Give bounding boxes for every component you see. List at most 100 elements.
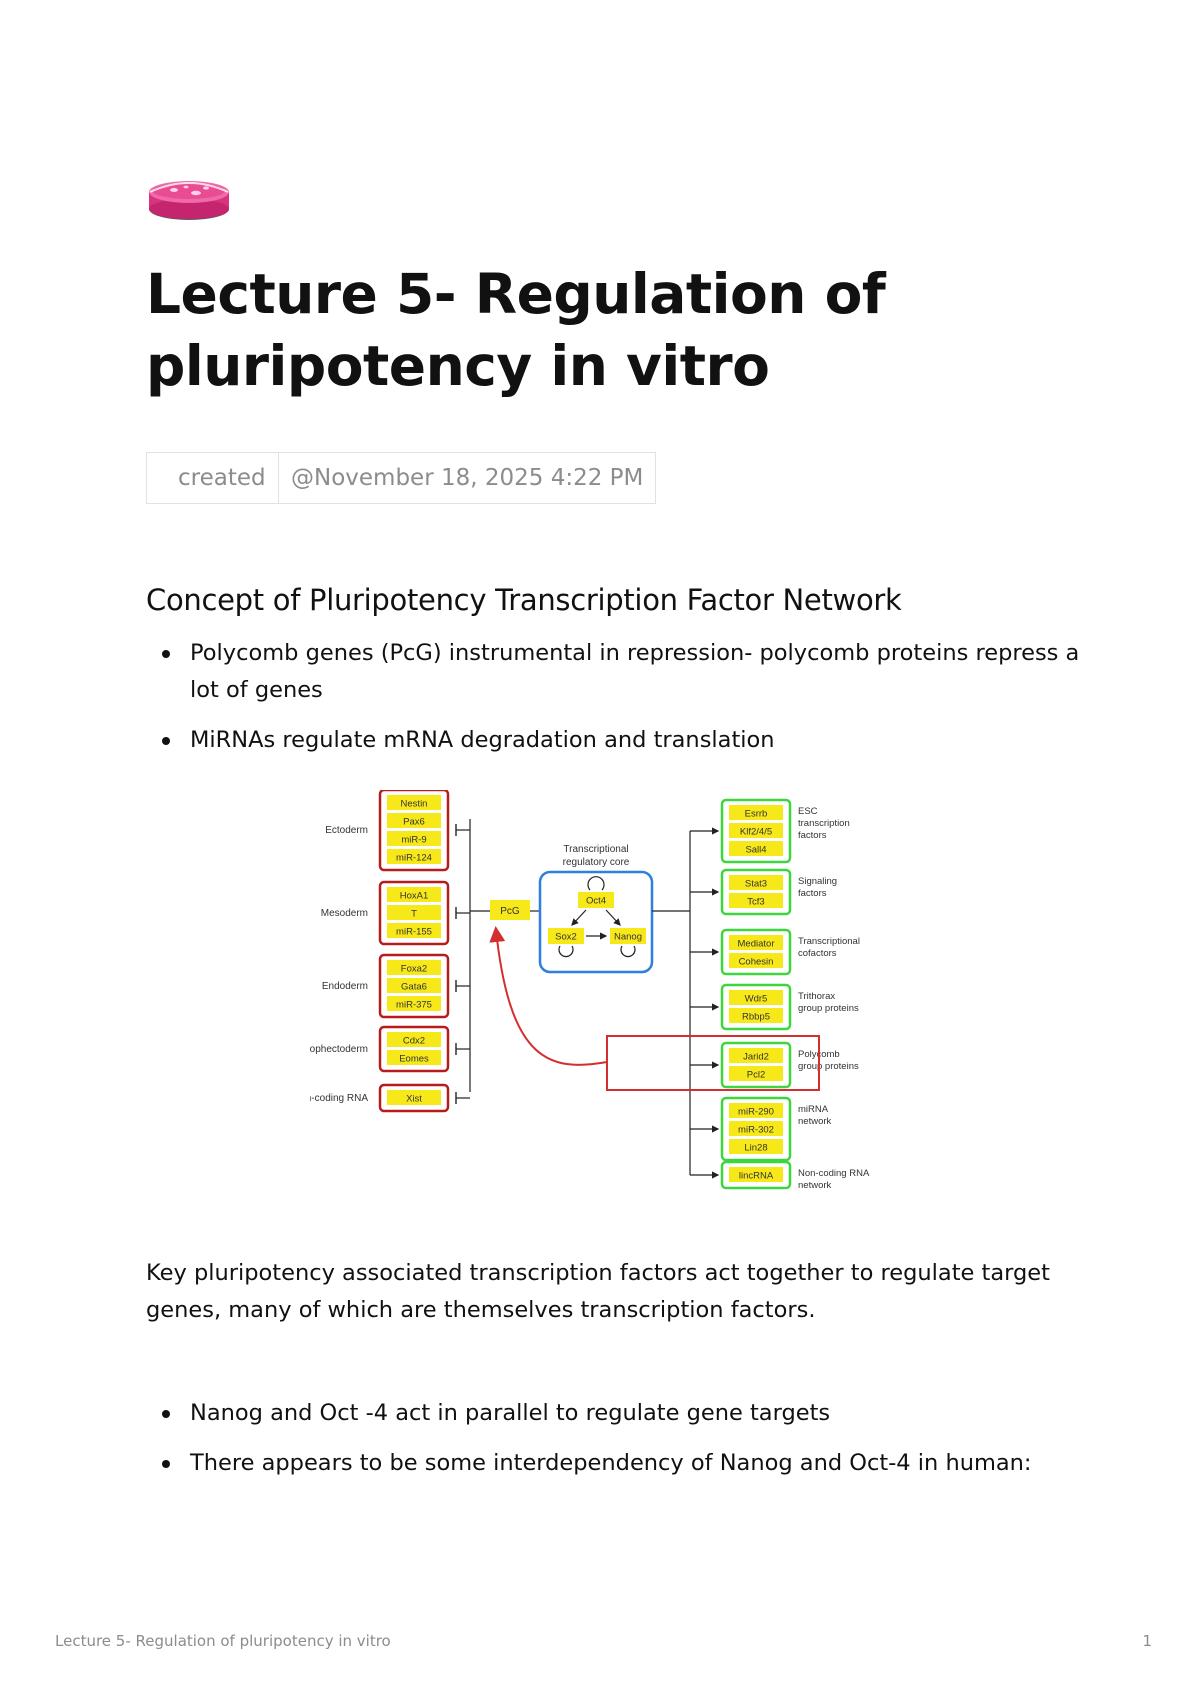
lineage-label: Mesoderm: [321, 908, 368, 919]
gene-label: lincRNA: [739, 1171, 774, 1182]
property-label: created: [178, 465, 266, 491]
regulation-arrow: [605, 909, 621, 926]
category-label: group proteins: [798, 1003, 859, 1014]
footer-title: Lecture 5- Regulation of pluripotency in…: [55, 1632, 391, 1650]
paragraph: Key pluripotency associated transcriptio…: [146, 1260, 1050, 1323]
regulation-arrow: [571, 909, 587, 926]
gene-box: [729, 1066, 783, 1081]
list-item: Polycomb genes (PcG) instrumental in rep…: [146, 635, 1086, 709]
core-title: Transcriptional: [563, 844, 628, 855]
gene-label: Stat3: [745, 879, 767, 890]
lineage-label: Ectoderm: [325, 825, 368, 836]
gene-box: [387, 978, 441, 993]
gene-label: miR-375: [396, 1000, 432, 1011]
gene-label: Pcl2: [747, 1070, 765, 1081]
gene-label: miR-155: [396, 927, 432, 938]
gene-label: miR-290: [738, 1107, 774, 1118]
core-factor-label: Nanog: [614, 932, 642, 943]
self-loop-arrow: [587, 876, 605, 891]
gene-box: [387, 905, 441, 920]
feedback-arrow: [489, 926, 608, 1066]
section-heading: Concept of Pluripotency Transcription Fa…: [146, 583, 902, 617]
gene-label: miR-302: [738, 1125, 774, 1136]
gene-box: [387, 923, 441, 938]
page-title: Lecture 5- Regulation of pluripotency in…: [146, 262, 886, 398]
network-svg: NestinPax6miR-9miR-124EctodermHoxA1TmiR-…: [293, 788, 870, 1191]
gene-label: Pax6: [403, 817, 425, 828]
category-label: factors: [798, 888, 827, 899]
lineage-label: Endoderm: [322, 981, 368, 992]
gene-label: Nestin: [401, 799, 428, 810]
gene-label: Gata6: [401, 982, 427, 993]
core-factor-box: [578, 892, 614, 908]
gene-box: [387, 1032, 441, 1047]
gene-box: [387, 1090, 441, 1105]
gene-box: [729, 805, 783, 820]
category-label: miRNA: [798, 1104, 829, 1115]
gene-label: Lin28: [744, 1143, 767, 1154]
gene-box: [729, 823, 783, 838]
category-label: group proteins: [798, 1061, 859, 1072]
gene-label: Wdr5: [745, 994, 768, 1005]
lineage-label: Non-coding RNA: [310, 1093, 368, 1104]
self-loop-arrow: [620, 945, 636, 958]
gene-label: Klf2/4/5: [740, 827, 772, 838]
gene-box: [729, 1167, 783, 1182]
pcg-label: PcG: [500, 906, 520, 917]
gene-box: [387, 831, 441, 846]
property-name-cell[interactable]: created: [147, 453, 279, 503]
gene-box: [729, 1103, 783, 1118]
gene-label: Foxa2: [401, 964, 427, 975]
category-label: cofactors: [798, 948, 837, 959]
gene-box: [387, 795, 441, 810]
list-item: MiRNAs regulate mRNA degradation and tra…: [146, 722, 1086, 759]
gene-box: [387, 1050, 441, 1065]
core-factor-label: Sox2: [555, 932, 577, 943]
gene-box: [729, 1121, 783, 1136]
gene-box: [729, 990, 783, 1005]
list-item: There appears to be some interdependency…: [146, 1445, 1086, 1482]
gene-label: T: [411, 909, 417, 920]
category-label: Non-coding RNA: [798, 1168, 870, 1179]
created-date: @November 18, 2025 4:22 PM: [291, 465, 644, 491]
category-label: network: [798, 1180, 832, 1191]
gene-box: [729, 1008, 783, 1023]
gene-box: [387, 887, 441, 902]
gene-box: [729, 893, 783, 908]
gene-box: [387, 960, 441, 975]
core-title: regulatory core: [563, 857, 630, 868]
category-label: transcription: [798, 818, 850, 829]
gene-label: Sall4: [745, 845, 766, 856]
gene-box: [729, 1048, 783, 1063]
gene-label: Mediator: [738, 939, 775, 950]
list-item: Nanog and Oct -4 act in parallel to regu…: [146, 1395, 1086, 1432]
category-label: Trithorax: [798, 991, 835, 1002]
gene-box: [729, 841, 783, 856]
category-label: ESC: [798, 806, 818, 817]
core-factor-box: [548, 928, 584, 944]
gene-box: [387, 813, 441, 828]
category-label: Transcriptional: [798, 936, 860, 947]
gene-label: Tcf3: [747, 897, 764, 908]
gene-label: miR-9: [401, 835, 426, 846]
gene-label: Cdx2: [403, 1036, 425, 1047]
property-value-cell[interactable]: @November 18, 2025 4:22 PM: [279, 453, 655, 503]
core-box: [538, 870, 654, 974]
gene-label: Esrrb: [745, 809, 768, 820]
footer-page-number: 1: [1142, 1632, 1152, 1650]
category-label: network: [798, 1116, 832, 1127]
petri-dish-icon: [146, 176, 232, 222]
category-label: Signaling: [798, 876, 837, 887]
bullet-list: Nanog and Oct -4 act in parallel to regu…: [146, 1395, 1086, 1495]
lineage-label: Trophectoderm: [310, 1044, 368, 1055]
core-factor-box: [610, 928, 646, 944]
gene-box: [729, 875, 783, 890]
gene-label: Rbbp5: [742, 1012, 770, 1023]
property-row-created: created @November 18, 2025 4:22 PM: [146, 452, 657, 504]
bullet-list: Polycomb genes (PcG) instrumental in rep…: [146, 635, 1086, 772]
gene-label: Eomes: [399, 1054, 429, 1065]
gene-box: [729, 1139, 783, 1154]
gene-label: Cohesin: [739, 957, 774, 968]
pcg-box: [490, 900, 530, 920]
